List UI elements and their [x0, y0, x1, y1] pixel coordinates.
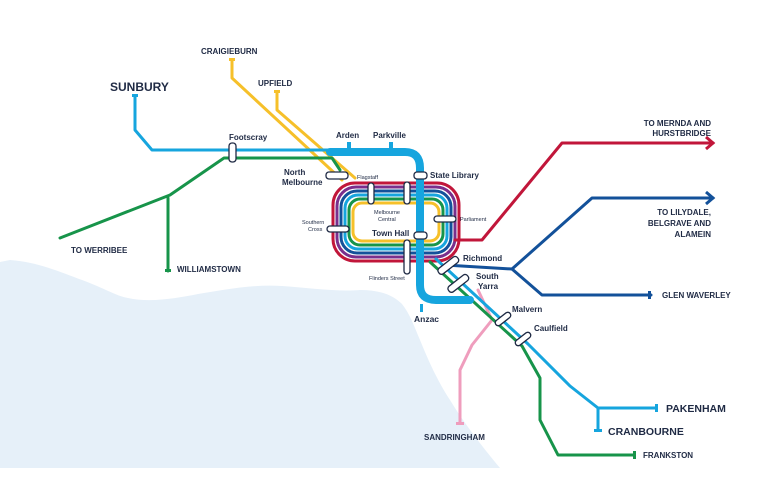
station-label-southern-cross-2: Cross [308, 227, 323, 233]
terminal-caps [132, 58, 658, 459]
station-label-north-melbourne-1: North [284, 168, 305, 177]
station-marker-footscray[interactable] [228, 142, 237, 163]
terminus-label-mernda-2: HURSTBRIDGE [652, 129, 711, 138]
line-sunbury [133, 94, 332, 152]
terminus-label-sandringham: SANDRINGHAM [424, 433, 485, 442]
station-label-parliament: Parliament [460, 217, 487, 223]
station-marker-richmond[interactable] [437, 255, 460, 275]
terminus-label-sunbury: SUNBURY [110, 80, 169, 94]
loop-ring-green [347, 197, 445, 247]
station-marker-southern-cross[interactable] [326, 225, 350, 233]
station-label-southern-cross-1: Southern [302, 220, 324, 226]
station-marker-south-yarra[interactable] [447, 273, 470, 293]
station-label-south-yarra-2: Yarra [478, 282, 499, 291]
terminus-cap-upfield [274, 90, 280, 93]
terminus-cap-frankston [633, 451, 636, 459]
station-label-flinders-street: Flinders Street [369, 276, 405, 282]
terminus-label-werribee: TO WERRIBEE [71, 246, 128, 255]
station-marker-flinders-street[interactable] [403, 239, 411, 275]
line-craigieburn [230, 58, 344, 182]
terminus-label-williamstown: WILLIAMSTOWN [177, 265, 241, 274]
loop-ring-red [331, 181, 461, 263]
station-marker-flagstaff[interactable] [367, 182, 375, 205]
line-sandringham [458, 288, 494, 425]
terminus-label-lilydale-1: TO LILYDALE, [657, 208, 711, 217]
terminus-label-cranbourne: CRANBOURNE [608, 426, 684, 438]
line-metro-tunnel [326, 148, 474, 304]
line-pakenham [434, 257, 658, 410]
line-lilydale [443, 196, 715, 271]
terminus-label-upfield: UPFIELD [258, 79, 292, 88]
terminus-cap-glen-waverley [648, 291, 651, 299]
bay-shoreline-west [286, 298, 335, 350]
station-marker-caulfield[interactable] [514, 331, 532, 347]
terminus-cap-sunbury [132, 94, 138, 97]
bay-water [0, 260, 500, 468]
station-marker-town-hall[interactable] [413, 231, 428, 240]
station-marker-malvern[interactable] [494, 311, 512, 327]
station-marker-parliament[interactable] [433, 215, 457, 223]
station-label-footscray: Footscray [229, 133, 268, 142]
station-label-flagstaff: Flagstaff [357, 175, 378, 181]
line-frankston [428, 260, 636, 457]
terminus-cap-williamstown [165, 269, 171, 272]
station-label-caulfield: Caulfield [534, 324, 568, 333]
station-label-anzac: Anzac [414, 314, 439, 324]
station-label-parkville: Parkville [373, 131, 406, 140]
station-labels: Footscray Arden Parkville North Melbourn… [229, 131, 568, 333]
terminus-labels: SUNBURY CRAIGIEBURN UPFIELD TO WERRIBEE … [71, 47, 731, 460]
station-label-richmond: Richmond [463, 254, 502, 263]
arrow-lilydale-icon [705, 190, 716, 206]
station-label-north-melbourne-2: Melbourne [282, 178, 323, 187]
terminus-cap-sandringham [456, 422, 464, 425]
station-label-melbourne-central-2: Central [378, 217, 396, 223]
station-marker-state-library[interactable] [413, 171, 428, 180]
arrow-mernda-icon [705, 135, 716, 151]
terminus-cap-cranbourne [594, 429, 602, 432]
station-label-state-library: State Library [430, 171, 479, 180]
terminus-label-mernda-1: TO MERNDA AND [644, 119, 711, 128]
rail-lines [58, 58, 715, 457]
terminus-label-lilydale-3: ALAMEIN [675, 230, 712, 239]
station-label-malvern: Malvern [512, 305, 542, 314]
station-markers [228, 142, 532, 347]
station-marker-anzac[interactable] [420, 304, 423, 312]
station-label-arden: Arden [336, 131, 359, 140]
terminus-cap-pakenham [655, 404, 658, 412]
terminus-cap-craigieburn [229, 58, 235, 61]
station-label-melbourne-central-1: Melbourne [374, 210, 400, 216]
station-marker-arden[interactable] [347, 142, 351, 150]
terminus-label-frankston: FRANKSTON [643, 451, 693, 460]
terminus-label-pakenham: PAKENHAM [666, 403, 726, 415]
terminus-label-craigieburn: CRAIGIEBURN [201, 47, 258, 56]
station-marker-melbourne-central[interactable] [403, 181, 411, 205]
station-marker-north-melbourne[interactable] [325, 171, 349, 180]
line-mernda [453, 141, 715, 242]
station-label-south-yarra-1: South [476, 272, 499, 281]
line-glen-waverley [510, 267, 653, 297]
terminus-label-lilydale-2: BELGRAVE AND [648, 219, 711, 228]
station-marker-parkville[interactable] [389, 142, 393, 150]
terminus-label-glen-waverley: GLEN WAVERLEY [662, 291, 731, 300]
station-label-town-hall: Town Hall [372, 229, 409, 238]
